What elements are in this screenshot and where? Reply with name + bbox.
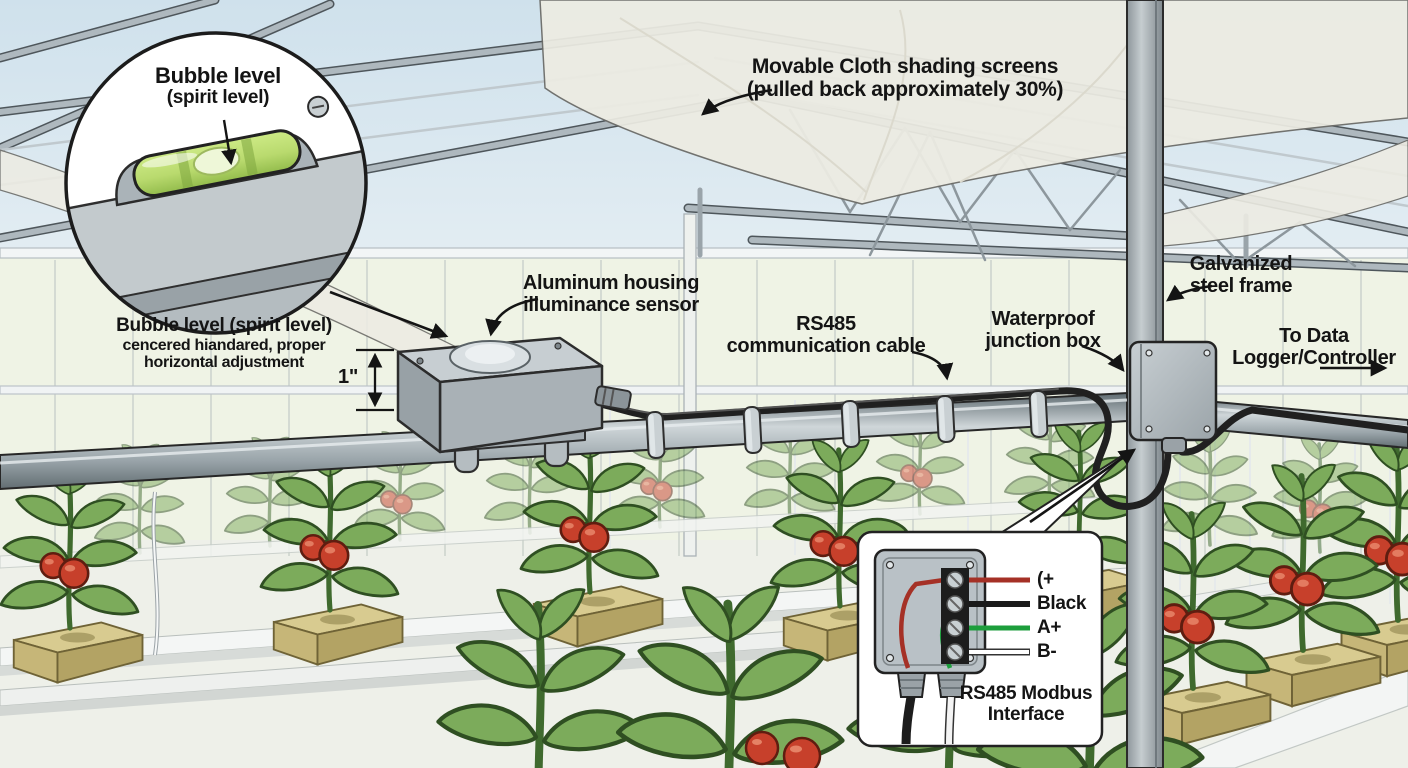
terminal-strip bbox=[941, 568, 969, 664]
plants-front-row bbox=[429, 576, 1211, 768]
label-frame-line2: steel frame bbox=[1189, 275, 1293, 297]
arrow-frame-label bbox=[1165, 284, 1213, 302]
leader-line-bubble-to-sensor bbox=[329, 290, 449, 339]
arrow-junction-label bbox=[1081, 344, 1125, 372]
label-caption-line2: cencered hiandared, proper bbox=[122, 336, 326, 354]
arrow-bubble-label bbox=[221, 119, 237, 166]
label-cable-line2: communication cable bbox=[726, 335, 926, 357]
label-bubble-caption: Bubble level (spirit level) cencered hia… bbox=[116, 315, 332, 372]
label-sensor-line1: Aluminum housing bbox=[522, 272, 700, 294]
arrow-cable-label bbox=[911, 350, 954, 381]
label-wire-red: (+ bbox=[1037, 569, 1054, 590]
shading-screen-main bbox=[539, 0, 1408, 205]
junction-box bbox=[1128, 340, 1218, 454]
label-modbus-line2: Interface bbox=[987, 703, 1065, 725]
arrow-inset-to-box bbox=[1029, 448, 1137, 524]
dimension-value: 1" bbox=[338, 366, 359, 388]
dimension-marker bbox=[356, 348, 394, 412]
label-cable-line1: RS485 bbox=[796, 313, 856, 335]
label-junction-line1: Waterproof bbox=[991, 308, 1095, 330]
label-shading-line1: Movable Cloth shading screens bbox=[751, 55, 1059, 78]
inset-cable-black bbox=[901, 696, 916, 745]
label-wire-white: B- bbox=[1037, 641, 1057, 662]
illuminance-sensor bbox=[396, 336, 632, 474]
label-dimension-1in: 1" bbox=[338, 366, 358, 388]
label-steel-frame: Galvanized steel frame bbox=[1190, 253, 1293, 297]
label-bubble-line2: (spirit level) bbox=[166, 87, 270, 109]
arrow-sensor-label bbox=[485, 297, 539, 337]
label-shading-screens: Movable Cloth shading screens (pulled ba… bbox=[746, 55, 1064, 102]
front-tomatoes bbox=[744, 730, 822, 768]
cable-gland bbox=[1161, 437, 1187, 454]
arrow-shading-screens bbox=[701, 88, 773, 116]
inset-glands bbox=[896, 672, 967, 745]
label-frame-line1: Galvanized bbox=[1189, 253, 1293, 275]
label-to-data-logger: To Data Logger/Controller bbox=[1232, 325, 1396, 369]
label-rs485-cable: RS485 communication cable bbox=[727, 313, 926, 357]
label-junction-line2: junction box bbox=[985, 330, 1101, 352]
label-modbus: RS485 Modbus Interface bbox=[959, 683, 1093, 726]
label-caption-line3: horizontal adjustment bbox=[144, 354, 304, 372]
inset-cable-white bbox=[946, 696, 954, 745]
label-logger-line1: To Data bbox=[1279, 325, 1349, 347]
label-junction-box: Waterproof junction box bbox=[985, 308, 1101, 352]
wiring-inset bbox=[856, 448, 1137, 748]
label-sensor-line2: illuminance sensor bbox=[523, 294, 699, 316]
callout-arrows bbox=[485, 88, 1388, 381]
label-wire-green: A+ bbox=[1037, 617, 1062, 638]
label-bubble-line1: Bubble level bbox=[155, 63, 281, 88]
cable-connector bbox=[594, 385, 632, 411]
label-shading-line2: (pulled back approximately 30%) bbox=[746, 78, 1064, 102]
label-sensor: Aluminum housing illuminance sensor bbox=[522, 272, 700, 316]
label-modbus-line1: RS485 Modbus bbox=[959, 683, 1093, 704]
wire-red-internal bbox=[899, 577, 945, 669]
shading-screen-right bbox=[1162, 139, 1408, 247]
label-bubble-inset: Bubble level (spirit level) bbox=[155, 63, 281, 109]
label-caption-line1: Bubble level (spirit level) bbox=[116, 315, 332, 336]
label-logger-line2: Logger/Controller bbox=[1232, 347, 1396, 369]
label-wire-black: Black bbox=[1037, 593, 1087, 614]
